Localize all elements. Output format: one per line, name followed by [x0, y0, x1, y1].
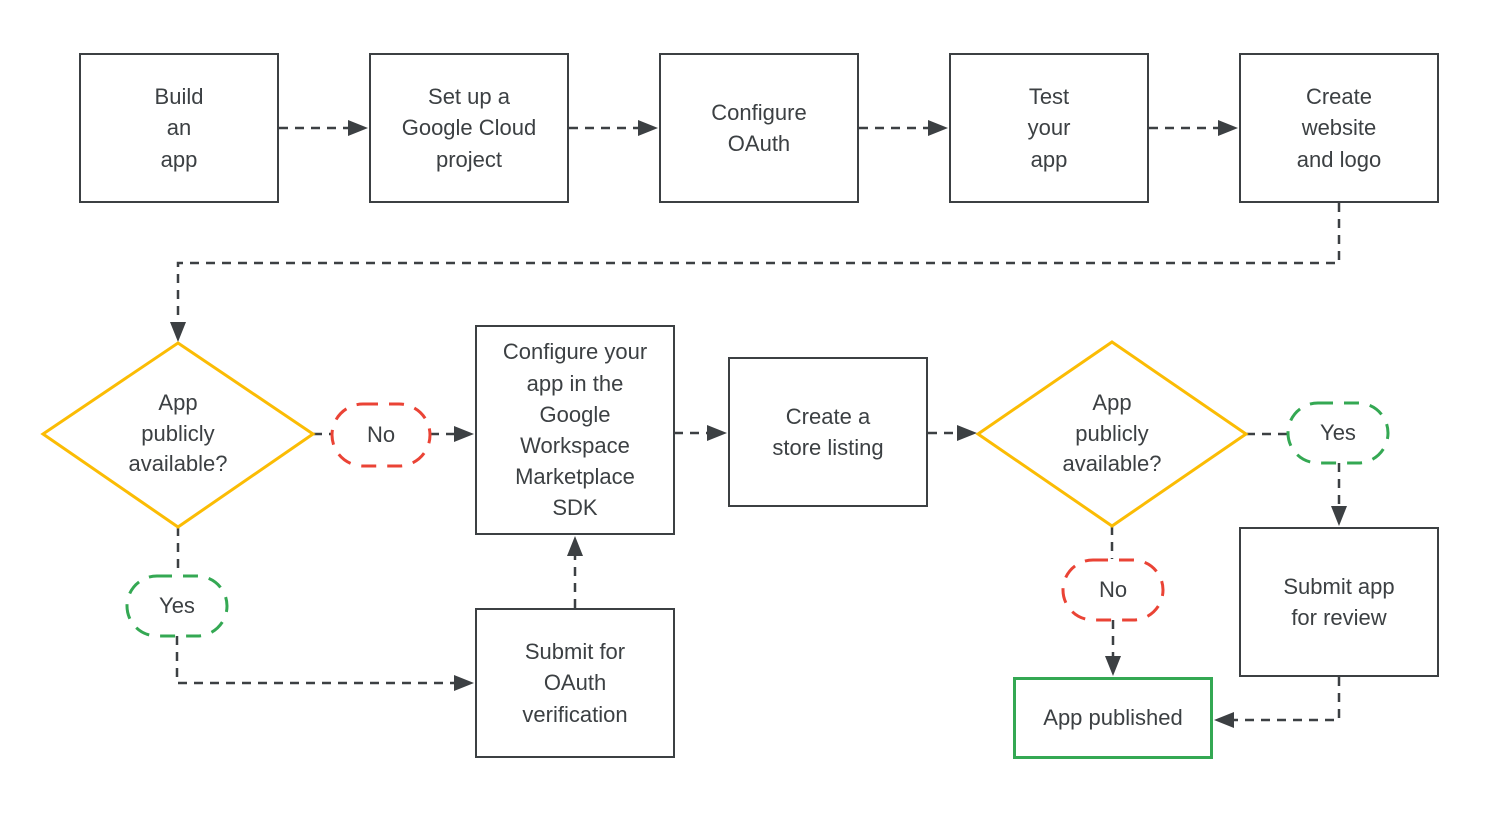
decision2-diamond: [975, 340, 1249, 528]
connector-review-to-published: [1214, 677, 1341, 728]
node-submit-review: Submit app for review: [1239, 527, 1439, 677]
node-app-published: App published: [1013, 677, 1213, 759]
yes2-pill: [1286, 401, 1390, 465]
node-configure-oauth: Configure OAuth: [659, 53, 859, 203]
node-configure-sdk: Configure your app in the Google Workspa…: [475, 325, 675, 535]
node-submit-oauth: Submit for OAuth verification: [475, 608, 675, 758]
no2-pill: [1061, 558, 1165, 622]
node-setup-project: Set up a Google Cloud project: [369, 53, 569, 203]
decision1-diamond: [40, 341, 316, 529]
connector-website-to-decision1: [170, 203, 1341, 342]
node-create-website: Create website and logo: [1239, 53, 1439, 203]
no1-pill: [330, 402, 432, 468]
yes1-pill: [125, 574, 229, 638]
node-store-listing: Create a store listing: [728, 357, 928, 507]
node-test-app: Test your app: [949, 53, 1149, 203]
connector-yes1-to-submit-oauth: [175, 636, 474, 691]
node-build-app: Build an app: [79, 53, 279, 203]
